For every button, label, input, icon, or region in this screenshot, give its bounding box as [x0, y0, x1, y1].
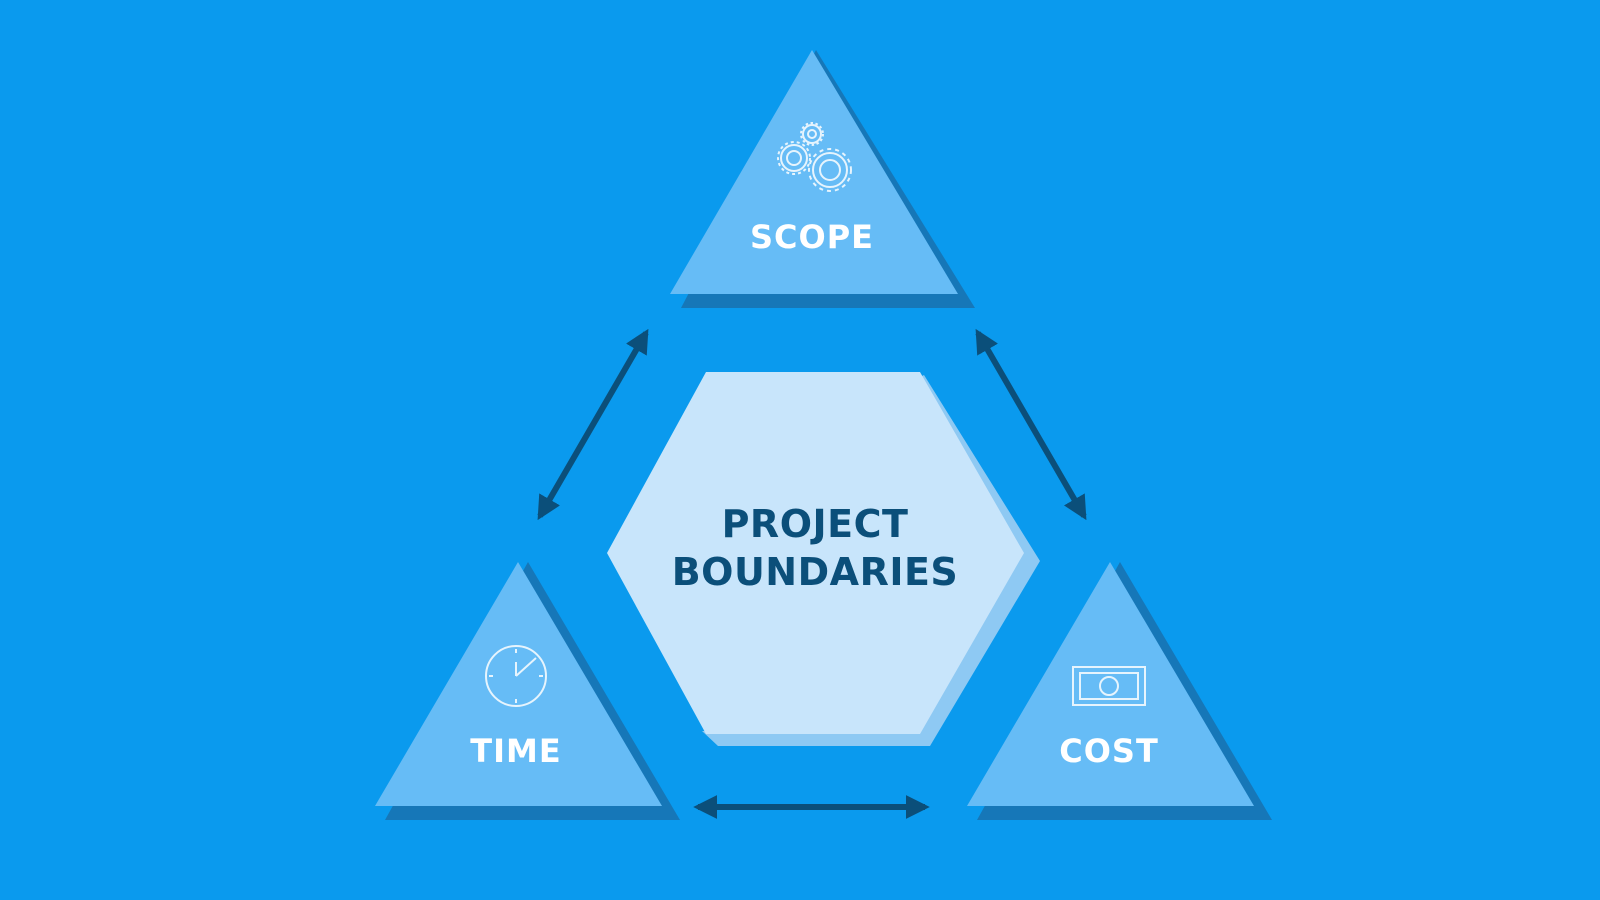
scope-triangle: [670, 50, 975, 308]
cost-triangle-face: [967, 562, 1254, 806]
arrow-scope-cost: [975, 328, 1087, 521]
gears-icon: [777, 122, 852, 192]
connector-arrows: [537, 328, 1087, 819]
time-triangle: [375, 562, 680, 820]
cost-label: COST: [1059, 732, 1159, 770]
time-triangle-face: [375, 562, 662, 806]
scope-label: SCOPE: [749, 218, 875, 256]
banknote-icon: [1072, 666, 1146, 706]
hexagon-face: [607, 372, 1024, 734]
center-title-line2: BOUNDARIES: [671, 550, 959, 594]
center-title: PROJECT BOUNDARIES: [600, 500, 1030, 596]
arrow-scope-time: [537, 328, 649, 521]
center-hexagon: [607, 372, 1040, 746]
time-label: TIME: [470, 732, 562, 770]
cost-triangle: [967, 562, 1272, 820]
clock-icon: [485, 645, 547, 707]
center-title-line1: PROJECT: [721, 502, 909, 546]
